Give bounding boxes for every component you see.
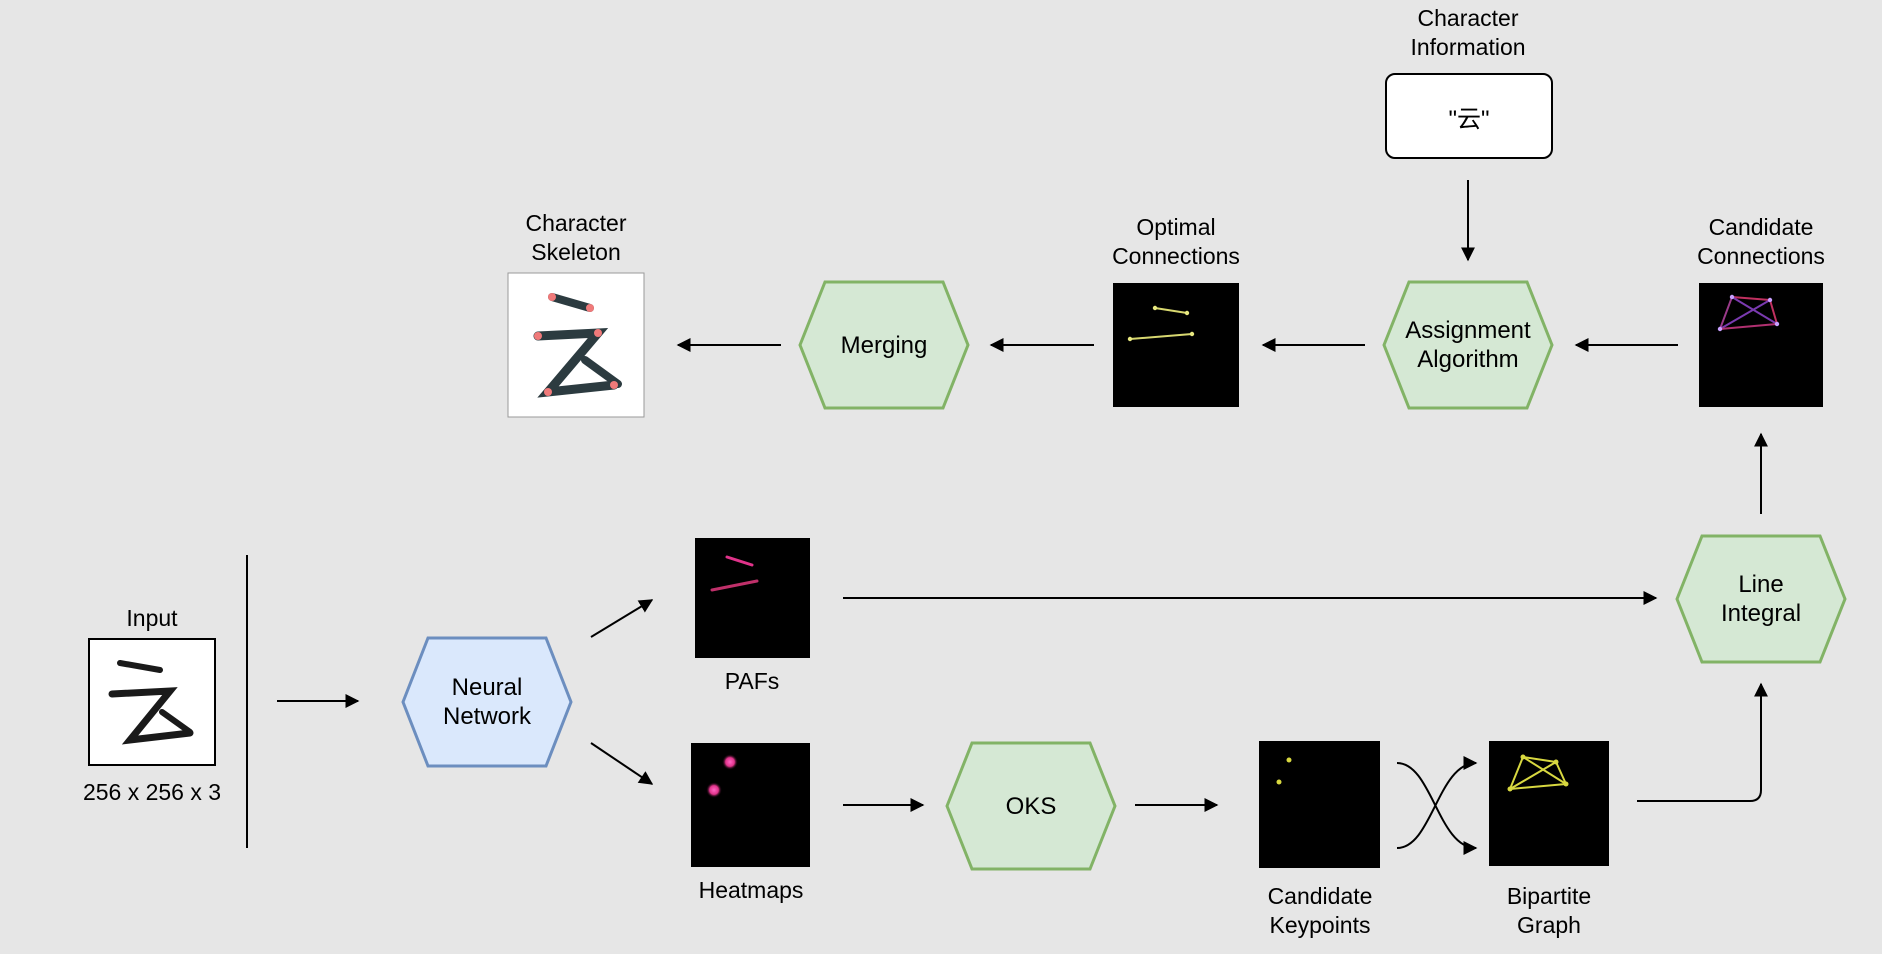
optimal-connections-label: Optimal Connections [1112, 214, 1240, 269]
oks-node [945, 741, 1117, 871]
character-skeleton-label: Character Skeleton [525, 210, 627, 265]
line-integral-label: Line Integral [1720, 571, 1802, 627]
line-integral-node [1675, 534, 1847, 664]
heatmaps-image [691, 743, 810, 867]
character-information-text: "云" [1448, 105, 1490, 133]
candidate-nodes [1717, 294, 1780, 332]
arrow-cross-2 [1396, 756, 1478, 849]
assignment-algorithm-label: Assignment Algorithm [1405, 317, 1531, 373]
pafs-image [695, 538, 810, 658]
neural-network-label: Neural Network [442, 674, 532, 730]
pafs-label: PAFs [724, 668, 780, 694]
input-label: Input [126, 605, 178, 631]
merging-node [798, 280, 970, 410]
arrow-nn-to-heatmaps [590, 742, 654, 785]
candidate-edges [1719, 296, 1778, 330]
heatmaps-label: Heatmaps [698, 877, 804, 903]
candidate-keypoints-label: Candidate Keypoints [1267, 883, 1373, 938]
neural-network-node [401, 636, 573, 768]
candidate-keypoints-image [1259, 741, 1380, 868]
bipartite-graph-image [1489, 741, 1609, 866]
keypoint-dot-2 [1276, 779, 1282, 785]
arrow-bipartite-to-line-integral [1637, 682, 1768, 802]
heatmap-peak-1 [722, 754, 738, 770]
merging-label: Merging [840, 331, 928, 359]
assignment-algorithm-node [1382, 280, 1554, 410]
bipartite-graph-label: Bipartite Graph [1506, 883, 1592, 938]
input-dims-label: 256 x 256 x 3 [82, 779, 222, 805]
skeleton-keypoints [534, 293, 618, 396]
arrows [277, 180, 1768, 855]
oks-label: OKS [1005, 792, 1057, 820]
optimal-edges [1129, 307, 1193, 340]
skeleton-glyph [533, 293, 622, 398]
character-information-box: "云" [1385, 73, 1553, 159]
optimal-nodes [1127, 305, 1195, 342]
input-glyph-strokes [108, 660, 194, 745]
skeleton-image [507, 272, 645, 418]
heatmap-peak-2 [706, 782, 722, 798]
arrow-cross-1 [1396, 762, 1478, 855]
candidate-connections-image [1699, 283, 1823, 407]
pafs-vectors [710, 555, 759, 592]
input-image [88, 638, 216, 766]
candidate-connections-label: Candidate Connections [1697, 214, 1825, 269]
bipartite-edges [1509, 756, 1567, 790]
character-information-label: Character Information [1410, 5, 1526, 60]
bipartite-nodes [1507, 754, 1569, 792]
optimal-connections-image [1113, 283, 1239, 407]
keypoint-dot-1 [1286, 757, 1292, 763]
arrow-nn-to-pafs [590, 599, 654, 638]
